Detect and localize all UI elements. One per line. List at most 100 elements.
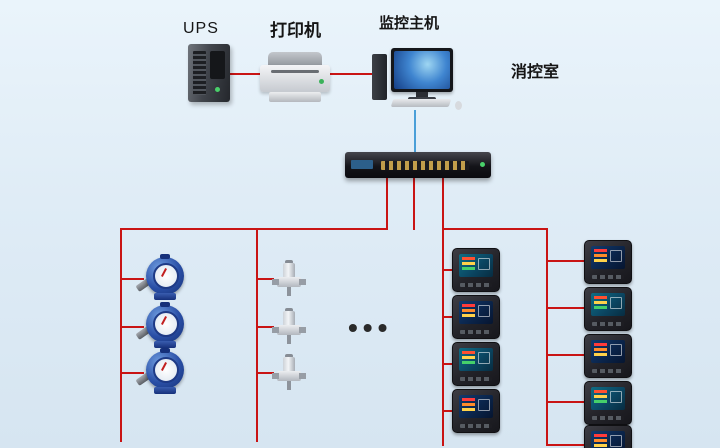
- branch-line: [546, 354, 586, 356]
- valve-coil: [283, 311, 295, 326]
- power-meter-icon: [452, 342, 500, 386]
- valve-sensor-icon: [272, 260, 306, 298]
- power-meter-icon: [584, 240, 632, 284]
- power-meter-icon: [452, 248, 500, 292]
- water-meter-icon: [135, 302, 190, 350]
- branch-line: [442, 363, 454, 365]
- power-meter-screen: [459, 395, 493, 418]
- power-meter-screen: [591, 431, 625, 448]
- pc-mouse: [455, 101, 462, 110]
- branch-line: [442, 410, 454, 412]
- power-meter-icon: [584, 381, 632, 425]
- pc-monitor-stand: [416, 92, 428, 98]
- pc-keyboard: [390, 99, 452, 107]
- host-to-switch-uplink-line: [414, 110, 416, 152]
- host-label: 监控主机: [379, 15, 440, 32]
- branch-line: [546, 260, 586, 262]
- pc-tower: [372, 54, 387, 100]
- valve-knob: [285, 260, 293, 264]
- valve-pipe: [299, 373, 306, 379]
- valve-pipe: [272, 327, 279, 333]
- power-meter-icon: [584, 287, 632, 331]
- valve-coil: [283, 263, 295, 278]
- switch-status-led: [480, 162, 485, 167]
- monitoring-workstation-icon: [372, 46, 462, 110]
- ups-display: [210, 51, 225, 79]
- valve-body: [277, 371, 301, 381]
- branch-line: [442, 269, 454, 271]
- valve-pipe: [272, 373, 279, 379]
- water-meter-icon: [135, 254, 190, 302]
- valve-body: [277, 277, 301, 287]
- ups-vents: [193, 51, 206, 95]
- valve-stem: [287, 287, 291, 296]
- power-meter-buttons: [460, 424, 492, 428]
- printer-paper-tray: [269, 92, 321, 102]
- power-meter-screen: [591, 340, 625, 363]
- power-meter-screen: [459, 254, 493, 277]
- ups-to-printer-line: [230, 73, 262, 75]
- branch-line: [120, 326, 144, 328]
- power-meter-buttons: [592, 369, 624, 373]
- water-meter-base: [154, 293, 176, 300]
- switch-brand-plate: [351, 160, 373, 169]
- water-meter-dial: [153, 311, 179, 337]
- valve-pipe: [299, 327, 306, 333]
- power-meter-buttons: [592, 416, 624, 420]
- branch-line: [120, 278, 144, 280]
- branch-line: [256, 372, 274, 374]
- water-meter-bus-line: [120, 228, 122, 442]
- ups-status-led: [215, 87, 220, 92]
- branch-line: [256, 278, 274, 280]
- pc-monitor: [391, 48, 453, 92]
- valve-knob: [285, 354, 293, 358]
- water-meter-base: [154, 341, 176, 348]
- power-meter-buttons: [592, 275, 624, 279]
- ups-tower-icon: [188, 44, 230, 102]
- switch-drop-right-bus-line: [442, 178, 444, 446]
- printer-to-host-line: [330, 73, 374, 75]
- power-meter-buttons: [460, 283, 492, 287]
- power-meter-screen: [591, 246, 625, 269]
- branch-line: [546, 307, 586, 309]
- valve-sensor-icon: [272, 354, 306, 392]
- branch-line: [546, 444, 586, 446]
- rack-switch-icon: [345, 152, 491, 178]
- water-meter-cap: [160, 254, 170, 259]
- valve-body: [277, 325, 301, 335]
- switch-ports: [381, 161, 469, 170]
- power-meter-screen: [459, 301, 493, 324]
- printer-output-slot: [271, 70, 319, 73]
- water-meter-icon: [135, 348, 190, 396]
- power-meter-buttons: [460, 330, 492, 334]
- ups-label: UPS: [183, 20, 219, 37]
- printer-body: [260, 65, 330, 92]
- power-meter-screen: [591, 293, 625, 316]
- valve-sensor-icon: [272, 308, 306, 346]
- power-meter-buttons: [460, 377, 492, 381]
- valve-pipe: [299, 279, 306, 285]
- valve-stem: [287, 335, 291, 344]
- printer-label: 打印机: [270, 21, 321, 40]
- water-meter-dial: [153, 263, 179, 289]
- branch-line: [442, 316, 454, 318]
- switch-drop-middle-line: [413, 178, 415, 230]
- power-meter-icon: [452, 389, 500, 433]
- right-header-bus-line: [442, 228, 548, 230]
- water-meter-base: [154, 387, 176, 394]
- power-meter-icon: [452, 295, 500, 339]
- printer-lid: [268, 52, 322, 67]
- branch-line: [546, 401, 586, 403]
- power-meter-screen: [591, 387, 625, 410]
- power-meter-buttons: [592, 322, 624, 326]
- power-meter-icon: [584, 334, 632, 378]
- control-room-label: 消控室: [511, 64, 560, 81]
- branch-line: [256, 326, 274, 328]
- branch-line: [120, 372, 144, 374]
- water-meter-cap: [160, 348, 170, 353]
- power-meter-screen: [459, 348, 493, 371]
- valve-coil: [283, 357, 295, 372]
- water-meter-cap: [160, 302, 170, 307]
- valve-bus-line: [256, 228, 258, 442]
